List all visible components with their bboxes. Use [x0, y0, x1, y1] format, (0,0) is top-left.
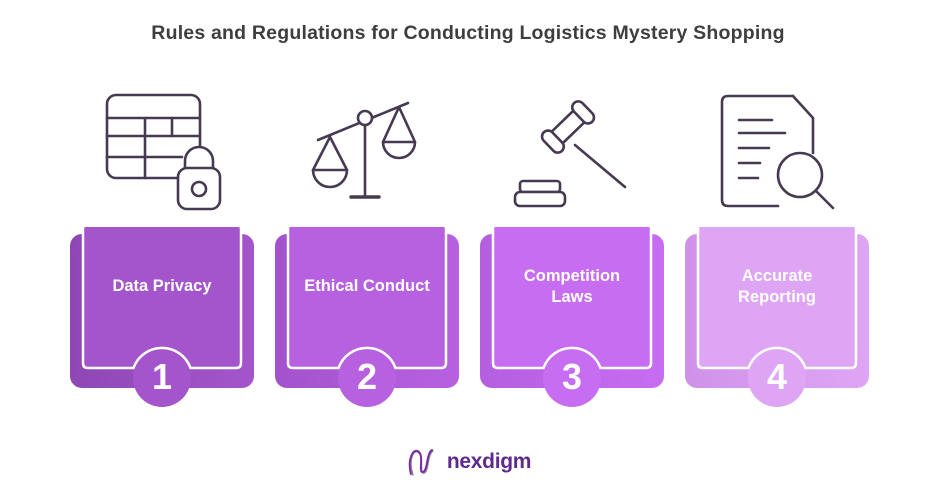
card-panel [697, 227, 857, 368]
card-border-and-badge [286, 227, 448, 407]
gavel-icon [497, 85, 647, 213]
card-border-and-badge [696, 227, 858, 407]
card-number: 2 [356, 356, 378, 398]
card-number: 3 [561, 356, 583, 398]
card-border-and-badge [81, 227, 243, 407]
card-label: Ethical Conduct [304, 277, 430, 296]
card-panel [82, 227, 242, 368]
card-label: Data Privacy [112, 277, 212, 296]
card-panel [287, 227, 447, 368]
table-lock-icon [87, 85, 237, 213]
logo-text: nexdigm [446, 450, 532, 473]
card-panel [492, 227, 652, 368]
rule-card: Accurate Reporting 4 [685, 227, 869, 417]
document-search-icon [702, 85, 852, 213]
card-border-and-badge [491, 227, 653, 407]
page-title: Rules and Regulations for Conducting Log… [151, 22, 785, 44]
card-label: Accurate Reporting [738, 266, 816, 306]
footer: nexdigm [0, 442, 936, 482]
nexdigm-logo-icon [405, 445, 439, 479]
card-number: 1 [151, 356, 173, 398]
scales-icon [292, 85, 442, 213]
rule-card: Competition Laws 3 [480, 227, 664, 417]
card-number: 4 [766, 356, 788, 398]
card-label: Competition Laws [523, 266, 621, 306]
rule-card: Data Privacy 1 [70, 227, 254, 417]
rule-card: Ethical Conduct 2 [275, 227, 459, 417]
